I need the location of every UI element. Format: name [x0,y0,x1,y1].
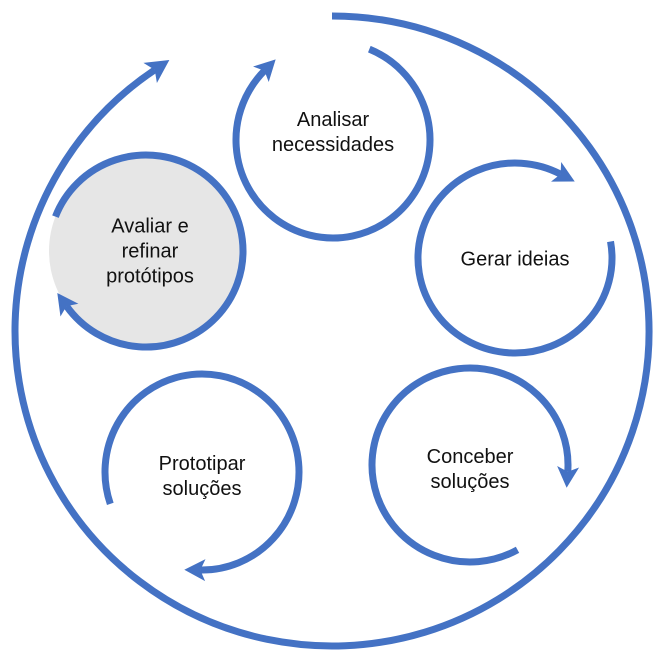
step-label-gerar: Gerar ideias [425,248,605,273]
prototipar-arrow [101,370,303,574]
avaliar-arrow [52,151,247,351]
arrowhead-icon [253,59,276,82]
label-line: Analisar [296,109,370,131]
step-label-prototipar: Prototipar soluções [112,452,292,502]
label-line: soluções [162,478,242,500]
arrowhead-icon [184,559,206,582]
arrowhead-icon [551,162,575,182]
label-line: protótipos [106,265,194,288]
arrowhead-icon [57,293,79,317]
step-label-avaliar: Avaliar e refinar protótipos [60,215,240,290]
label-line: Avaliar e [111,215,189,238]
label-line: necessidades [271,134,395,156]
label-line: refinar [121,240,179,263]
label-line: Prototipar [158,453,246,475]
step-label-conceber: Conceber soluções [380,445,560,495]
conceber-arrow [368,364,572,566]
label-line: soluções [430,471,510,493]
step-label-analisar: Analisar necessidades [243,108,423,158]
gerar-arrow [414,159,616,357]
arrowhead-icon [557,466,580,488]
label-line: Gerar ideias [460,248,570,271]
label-line: Conceber [426,446,514,468]
outer-cycle-arrow [11,12,653,650]
highlight-fill [49,155,243,347]
analisar-arrow [232,45,434,242]
arrowhead-icon [143,60,170,83]
